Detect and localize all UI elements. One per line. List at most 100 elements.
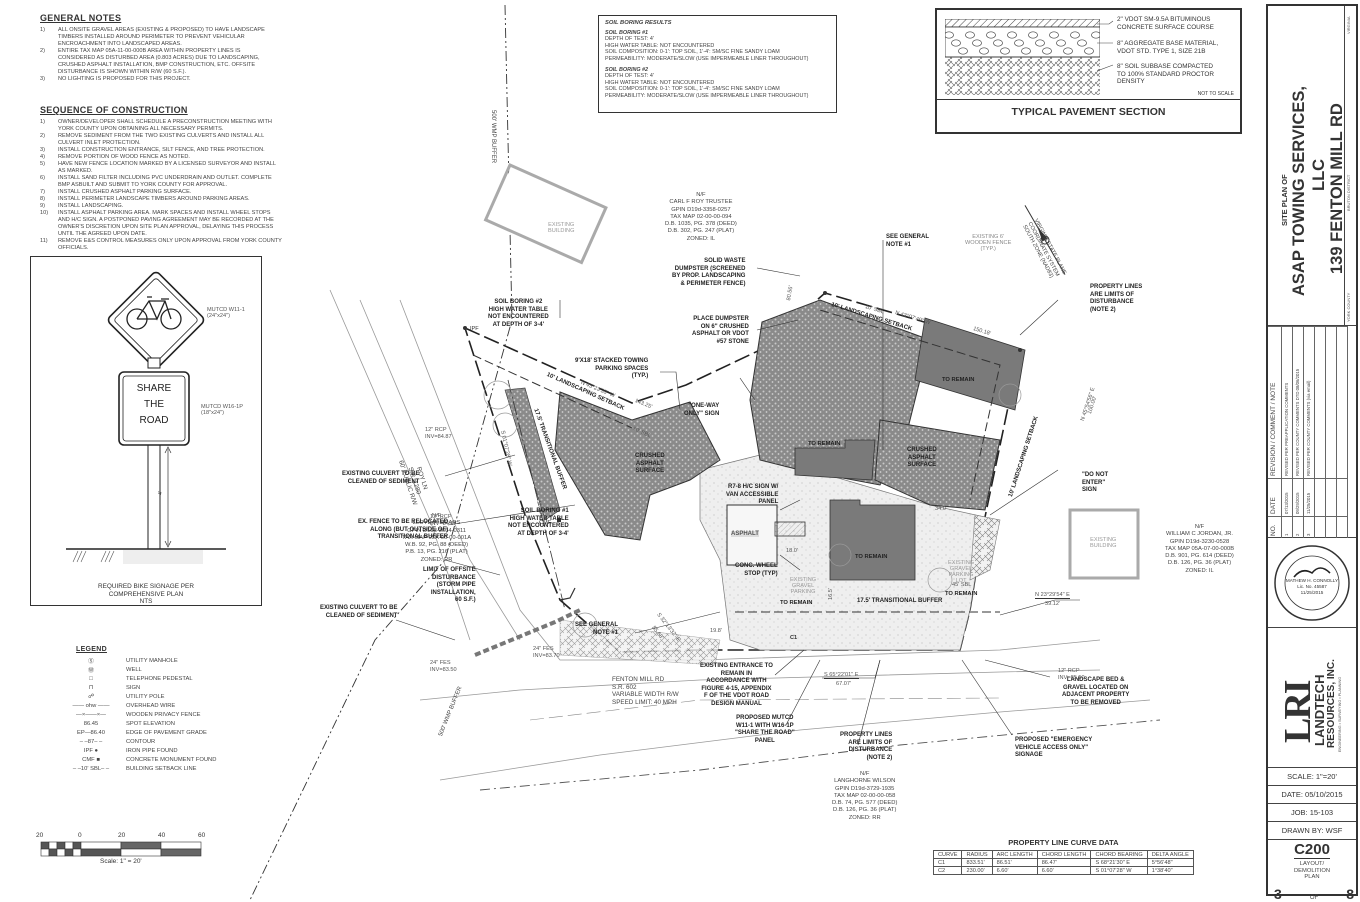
- curve-cell: C1: [932, 858, 963, 867]
- callout-line: SEE GENERAL: [575, 622, 619, 628]
- aggregate-stone: [1049, 31, 1059, 39]
- text-line: INV=85.50: [1058, 675, 1085, 681]
- note-item: 1)OWNER/DEVELOPER SHALL SCHEDULE A PRECO…: [40, 119, 330, 133]
- callout-line: PARKING SPACES: [595, 365, 649, 372]
- callout-line: VEHICLE ACCESS ONLY": [1015, 744, 1089, 751]
- sheet-num: 3: [1274, 886, 1282, 902]
- note-number: 3): [40, 147, 45, 153]
- legend-symbol: □: [89, 675, 93, 682]
- callout-line: CLEANED OF SEDIMENT: [325, 612, 398, 619]
- aggregate-stone: [1077, 39, 1087, 47]
- legend-label: TELEPHONE PEDESTAL: [126, 675, 193, 682]
- parcel-line: LLOYD P. MEARS: [412, 520, 461, 527]
- aggregate-stone: [945, 31, 954, 39]
- note-line: REMOVE SEDIMENT FROM THE TWO EXISTING CU…: [58, 133, 265, 139]
- revision-cell: [1315, 326, 1325, 478]
- callout-line: PANEL: [754, 737, 775, 744]
- revision-text: 11/25/2015: [1306, 492, 1311, 514]
- legend-item: —— ohw ——OVERHEAD WIRE: [56, 701, 256, 710]
- callout-line: (TYP.): [631, 373, 649, 379]
- note-line: ENTIRE TAX MAP 05A-11-00-000B AREA WITHI…: [58, 48, 241, 54]
- text-line: (TYP.): [980, 246, 996, 252]
- callout-line: FIGURE 4-15, APPENDIX: [701, 685, 772, 692]
- parcel-line: D.B. 74, PG. 577 (DEED): [832, 800, 898, 807]
- soil-boring-line: SOIL COMPOSITION: 0-1': TOP SOIL, 1'-4':…: [605, 49, 780, 56]
- callout-line: NOTE #1: [886, 241, 912, 248]
- parcel-line: TAX MAP 02-00-00-058: [834, 792, 896, 799]
- legend-symbol: Ⓦ: [88, 668, 94, 674]
- legend-item: —×——×—WOODEN PRIVACY FENCE: [56, 710, 256, 719]
- text-line: CRUSHED: [635, 453, 665, 459]
- layer-text: TO 100% STANDARD PROCTOR: [1117, 70, 1214, 78]
- text-line: INV=84.87: [425, 434, 452, 440]
- revision-cell: 09/29/2015: [1293, 478, 1303, 516]
- callout-line: PLACE DUMPSTER: [693, 316, 749, 322]
- to-remain-label-gravel-parking: TO REMAIN: [780, 600, 813, 606]
- aggregate-stone: [1063, 47, 1073, 55]
- pavement-layer-1: 2" VDOT SM-9.5A BITUMINOUS CONCRETE SURF…: [1117, 16, 1214, 31]
- text-line: 24" FES: [533, 646, 554, 652]
- parcel-line: P.B. 13, PG. 216 (PLAT): [405, 549, 468, 556]
- text-line: 12" RCP: [430, 514, 452, 520]
- layer-text: CONCRETE SURFACE COURSE: [1117, 23, 1214, 31]
- iron-pipe-found: [463, 326, 467, 330]
- note-line: ENCROACHMENT INTO LANDSCAPED AREAS.: [58, 41, 182, 47]
- soil-boring-line: SOIL COMPOSITION: 0-1': TOP SOIL, 1'-4':…: [605, 86, 780, 93]
- note-line: CRUSHED ASPHALT INSTALLATION, BMP CONSTR…: [58, 62, 256, 68]
- aggregate-stone: [1000, 47, 1010, 55]
- road-edges: [329, 289, 1151, 781]
- legend-label: SIGN: [126, 684, 141, 691]
- revision-text: 1: [1284, 533, 1289, 536]
- drawn-by-cell: DRAWN BY: WSF: [1268, 822, 1356, 840]
- curve-header-cell: CHORD BEARING: [1090, 850, 1148, 859]
- revision-text: REVISED PER COUNTY COMMENTS DTD 08/06/20…: [1295, 368, 1300, 476]
- contour-86: [529, 697, 1001, 721]
- legend-symbol: EP—86.40: [76, 729, 106, 736]
- legend-label: UTILITY POLE: [126, 693, 165, 700]
- aggregate-stone: [1042, 47, 1052, 55]
- bicycle-icon: [126, 296, 182, 330]
- existing-fence-label: EXISTING 6'WOODEN FENCE(TYP.): [965, 234, 1011, 252]
- parcel-line: N/F: [696, 192, 706, 198]
- legend-label: SPOT ELEVATION: [126, 720, 175, 727]
- note-line: INSTALL CRUSHED ASPHALT PARKING SURFACE.: [58, 189, 192, 195]
- legend-label: WELL: [126, 666, 142, 673]
- pavement-leaders: [1097, 20, 1114, 72]
- note-text: INSTALL ASPHALT PARKING AREA. MARK SPACE…: [58, 210, 274, 238]
- callout-line: ARE LIMITS OF: [1090, 291, 1134, 298]
- callout-line: ACCORDANCE WITH: [706, 678, 767, 684]
- to-remain-label-north: TO REMAIN: [942, 377, 975, 383]
- site-plan-drawing: [249, 4, 1161, 900]
- revision-cell: REVISED PER COUNTY COMMENTS (via email): [1304, 326, 1314, 478]
- callout-line: HIGH WATER TABLE: [488, 306, 548, 313]
- callout-line: SIGNAGE: [1015, 752, 1043, 758]
- bearing-southeast: N 23°29'54" E: [1035, 592, 1070, 599]
- revision-cell: 2: [1293, 516, 1303, 538]
- parcel-line: GPIN D19d-3230-0528: [1169, 538, 1230, 545]
- note-number: 4): [40, 154, 45, 160]
- note-item: 3)INSTALL CONSTRUCTION ENTRANCE, SILT FE…: [40, 147, 330, 154]
- text-line: FENTON MILL RD: [612, 676, 665, 683]
- layer-text: VDOT STD. TYPE 1, SIZE 21B: [1117, 47, 1206, 55]
- culvert-detail: [559, 587, 576, 601]
- caption-line: COMPREHENSIVE PLAN: [108, 590, 184, 598]
- text-line: CRUSHED: [907, 447, 937, 453]
- date-cell: DATE: 05/10/2015: [1268, 786, 1356, 804]
- text-line: S.R. 602: [612, 683, 637, 691]
- soil-boring-line: PERMEABILITY: MODERATE/SLOW (USE IMPERME…: [605, 55, 809, 62]
- scale-bar-graphic: [40, 841, 202, 857]
- callout-line: CONC. WHEEL: [735, 563, 778, 569]
- text-line: PARKING: [948, 572, 974, 578]
- pavement-layers-graphic: [945, 19, 1100, 95]
- legend-symbol: – –87– –: [79, 738, 103, 745]
